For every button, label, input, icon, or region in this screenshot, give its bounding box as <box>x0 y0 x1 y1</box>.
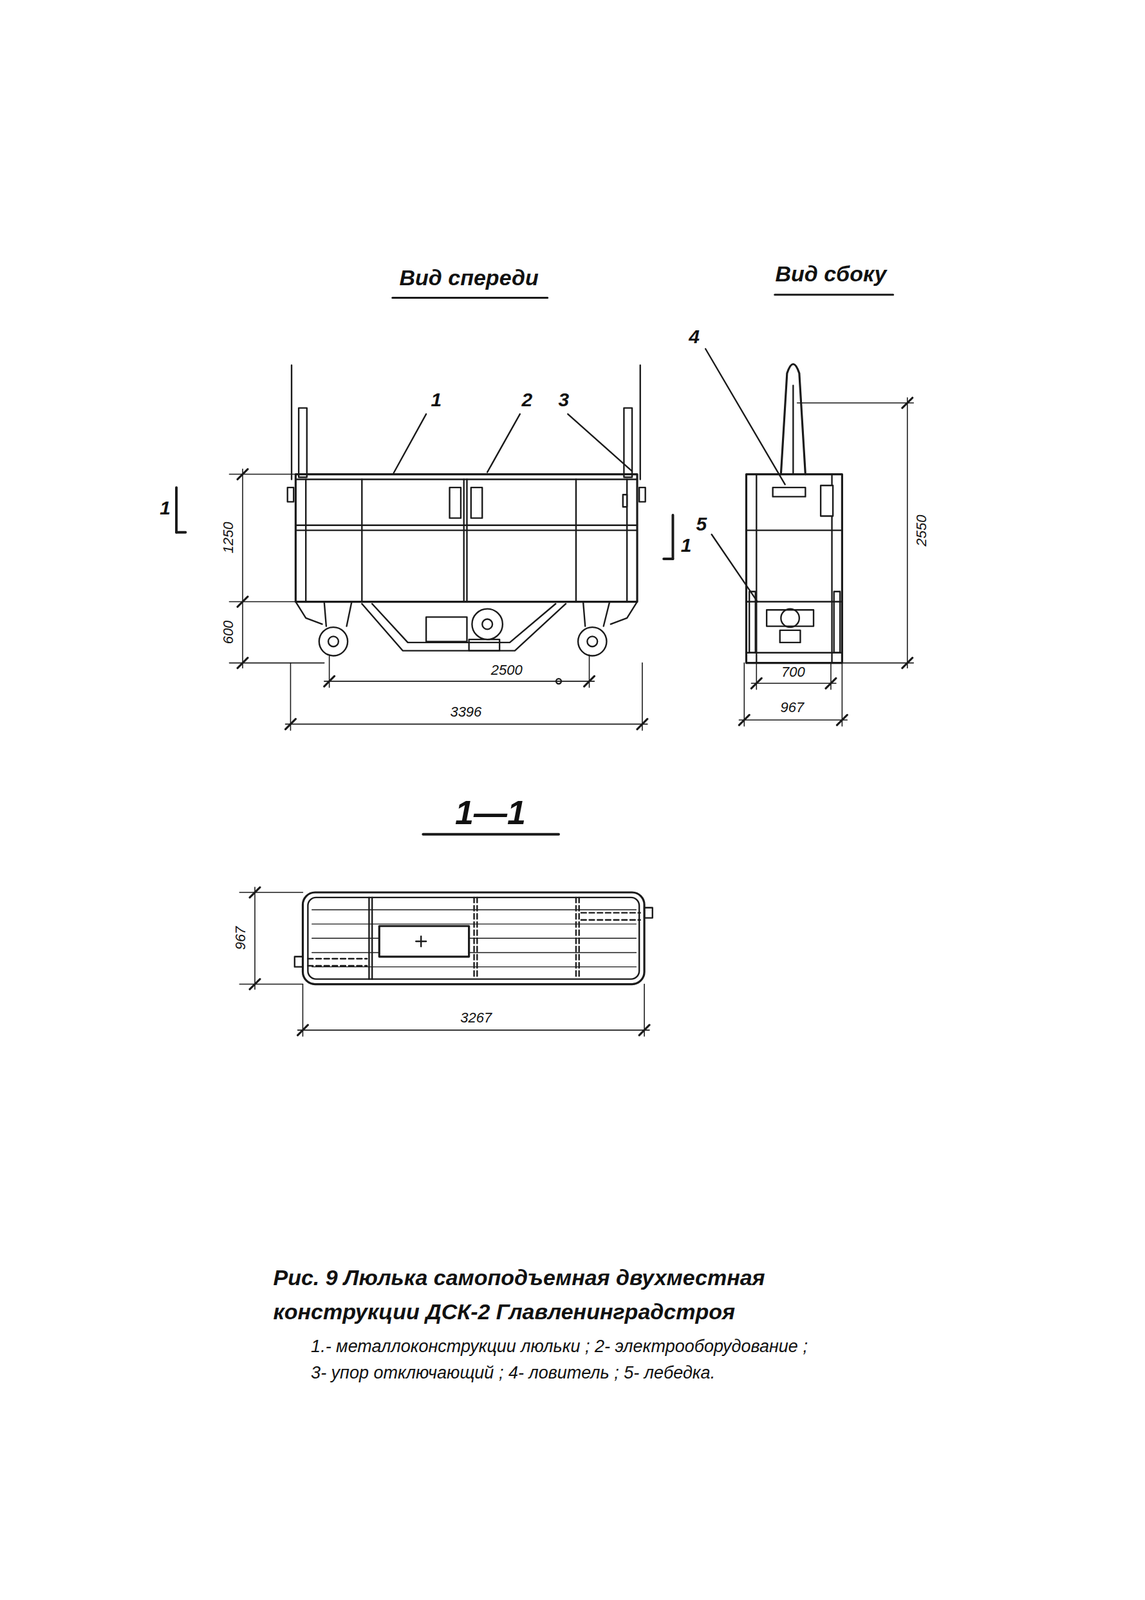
dimension: 3267 <box>460 1010 492 1025</box>
dimension: 2500 <box>491 662 523 678</box>
callout-number: 1 <box>431 390 443 410</box>
legend-note: 1.- металлоконструкции люльки ; 2- элект… <box>310 1336 808 1355</box>
callout-number: 2 <box>521 390 533 410</box>
figure-caption: Рис. 9 Люлька самоподъемная двухместная … <box>273 1260 845 1328</box>
section-title: 1—1 <box>455 795 526 829</box>
dimension: 967 <box>233 926 248 950</box>
section-mark: 1 <box>680 535 692 555</box>
dimension: 2550 <box>914 514 929 546</box>
callout-number: 4 <box>688 326 700 347</box>
view-title: Вид сбоку <box>774 262 887 285</box>
section-mark: 1 <box>159 498 171 518</box>
legend-note: 3- упор отключающий ; 4- ловитель ; 5- л… <box>310 1363 716 1382</box>
dimension: 700 <box>781 664 806 680</box>
dimension: 1250 <box>221 521 236 553</box>
callout-number: 3 <box>558 390 570 410</box>
view-title: Вид спереди <box>399 266 539 289</box>
dimension: 3396 <box>449 704 482 719</box>
dimension: 600 <box>221 620 236 645</box>
dimension: 967 <box>780 700 804 715</box>
callout-number: 5 <box>695 514 707 534</box>
